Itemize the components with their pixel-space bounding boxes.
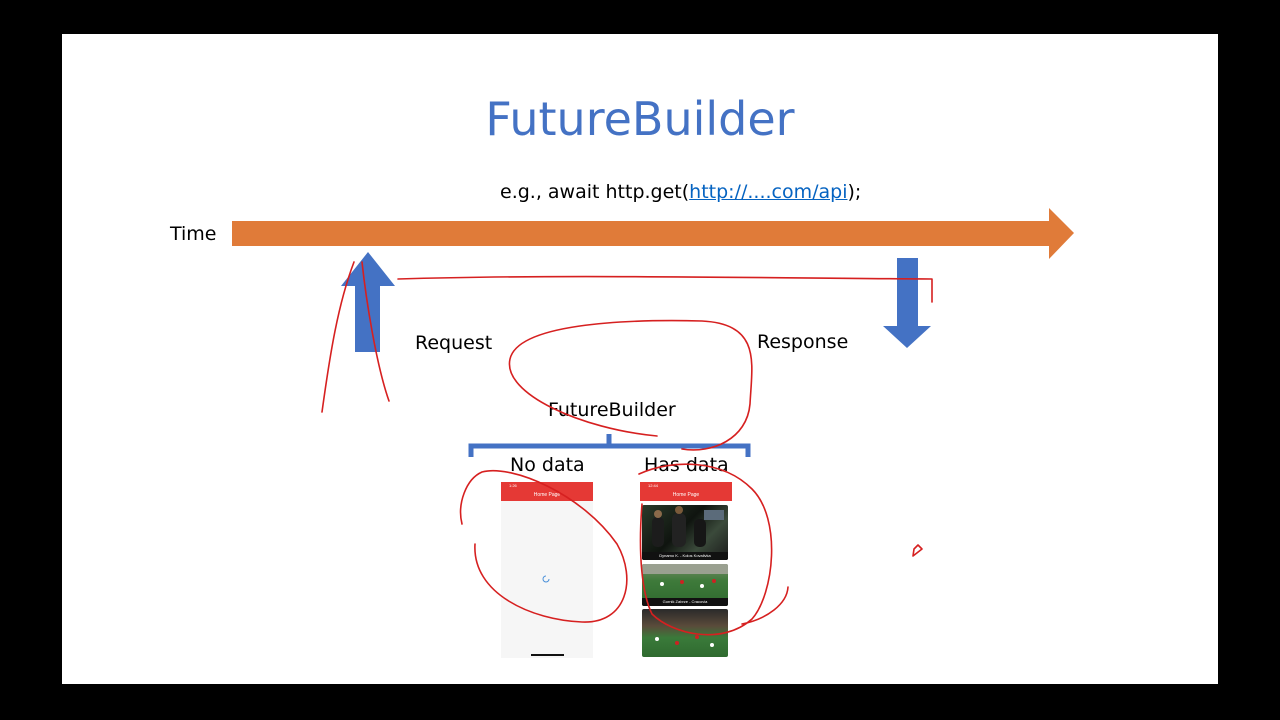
timeline-arrow — [232, 208, 1074, 259]
status-time: 1:26 — [509, 483, 517, 488]
app-title: Home Page — [672, 492, 700, 498]
match-caption: Gornik Zabrze - Cracovia — [642, 598, 728, 606]
match-tile: Gornik Zabrze - Cracovia — [642, 564, 728, 606]
time-label: Time — [170, 223, 217, 245]
diagram-shapes — [232, 208, 1074, 636]
app-title: Home Page — [533, 492, 561, 498]
no-data-label: No data — [510, 454, 585, 476]
builder-bracket — [468, 434, 751, 457]
code-example: e.g., await http.get(http://....com/api)… — [500, 181, 861, 203]
has-data-label: Has data — [644, 454, 729, 476]
code-suffix: ); — [847, 181, 862, 203]
match-photo-image — [642, 564, 728, 588]
match-photo-image — [655, 635, 714, 647]
status-time: 12:44 — [648, 483, 659, 488]
match-caption: Dynamo K. - Kolos Kovalivka — [642, 552, 728, 560]
loading-spinner-icon — [542, 575, 550, 583]
app-bar: 12:44 Home Page — [640, 482, 732, 501]
futurebuilder-label: FutureBuilder — [548, 399, 676, 421]
app-bar: 1:26 Home Page — [501, 482, 593, 501]
response-arrow-down — [883, 258, 931, 348]
match-tile: Dynamo K. - Kolos Kovalivka — [642, 505, 728, 560]
phone-screenshot-no-data: 1:26 Home Page — [501, 482, 593, 658]
slide-title: FutureBuilder — [485, 92, 795, 146]
request-label: Request — [415, 332, 493, 354]
phone-screenshot-has-data: 12:44 Home Page Dynamo K. - Kolos Kovali… — [640, 482, 732, 658]
slide: FutureBuilder e.g., await http.get(http:… — [62, 34, 1218, 684]
pen-annotations — [321, 261, 933, 636]
response-label: Response — [757, 331, 849, 353]
api-link[interactable]: http://....com/api — [689, 181, 848, 203]
match-photo-image — [652, 506, 724, 547]
code-prefix: e.g., await http.get( — [500, 181, 690, 203]
home-indicator — [531, 654, 564, 656]
